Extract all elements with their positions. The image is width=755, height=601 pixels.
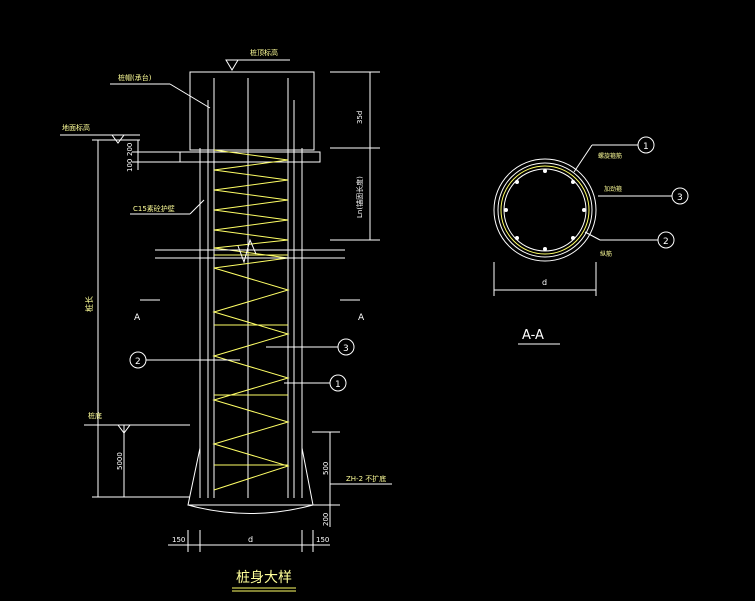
ground-label: 地面标高 (62, 123, 90, 132)
stirrup-label: 加劲箍 (604, 185, 622, 193)
longitudinal-bar-dots (504, 169, 586, 251)
section-mark-left: A (134, 313, 141, 323)
section-mark-right: A (358, 313, 365, 323)
section-outer-circle (493, 158, 597, 262)
svg-text:2: 2 (135, 357, 141, 367)
pile-length-label: 桩长 (84, 296, 94, 312)
longitudinal-label: 纵筋 (600, 250, 612, 258)
spiral-stirrup (212, 149, 290, 491)
svg-text:1: 1 (335, 380, 341, 390)
section-callout-1 (637, 136, 655, 154)
dim-5000: 5000 (116, 452, 124, 470)
pile-elevation: 桩顶标高 桩帽(承台) 地面标高 (60, 48, 392, 592)
svg-text:1: 1 (643, 142, 649, 152)
dim-d: d (248, 535, 253, 544)
section-spiral-circle (500, 165, 590, 255)
section-title: A-A (522, 328, 544, 343)
svg-text:3: 3 (677, 193, 683, 203)
dim-150-left: 150 (172, 536, 185, 544)
section-callout-3 (671, 187, 689, 205)
cap-top-marker (225, 59, 239, 71)
spiral-label: 螺旋箍筋 (598, 152, 622, 160)
cap-top-label: 桩顶标高 (250, 48, 278, 57)
dim-200-bottom: 200 (322, 513, 330, 526)
dim-150-right: 150 (316, 536, 329, 544)
zh-label: ZH-2 不扩底 (346, 474, 386, 483)
dim-35d: 35d (356, 111, 364, 124)
c15-label: C15素砼护壁 (133, 204, 175, 213)
pile-cap-label: 桩帽(承台) (118, 73, 152, 82)
dim-500: 500 (322, 462, 330, 475)
dim-100: 100 (126, 159, 134, 172)
svg-text:3: 3 (343, 344, 349, 354)
section-dim-d: d (542, 278, 547, 287)
pile-detail-title: 桩身大样 (236, 569, 292, 586)
bottom-label: 桩底 (88, 411, 102, 420)
pile-collar (179, 151, 321, 163)
dim-200-top: 200 (126, 143, 134, 156)
section-callout-2 (657, 231, 675, 249)
section-aa: 1 螺旋箍筋 3 加劲箍 2 纵筋 d A-A (493, 136, 689, 345)
svg-text:2: 2 (663, 237, 669, 247)
pile-base (187, 447, 314, 506)
ground-marker (111, 134, 125, 144)
dim-ln: Ln(锚固长度) (355, 176, 364, 218)
pile-cap (189, 71, 315, 151)
